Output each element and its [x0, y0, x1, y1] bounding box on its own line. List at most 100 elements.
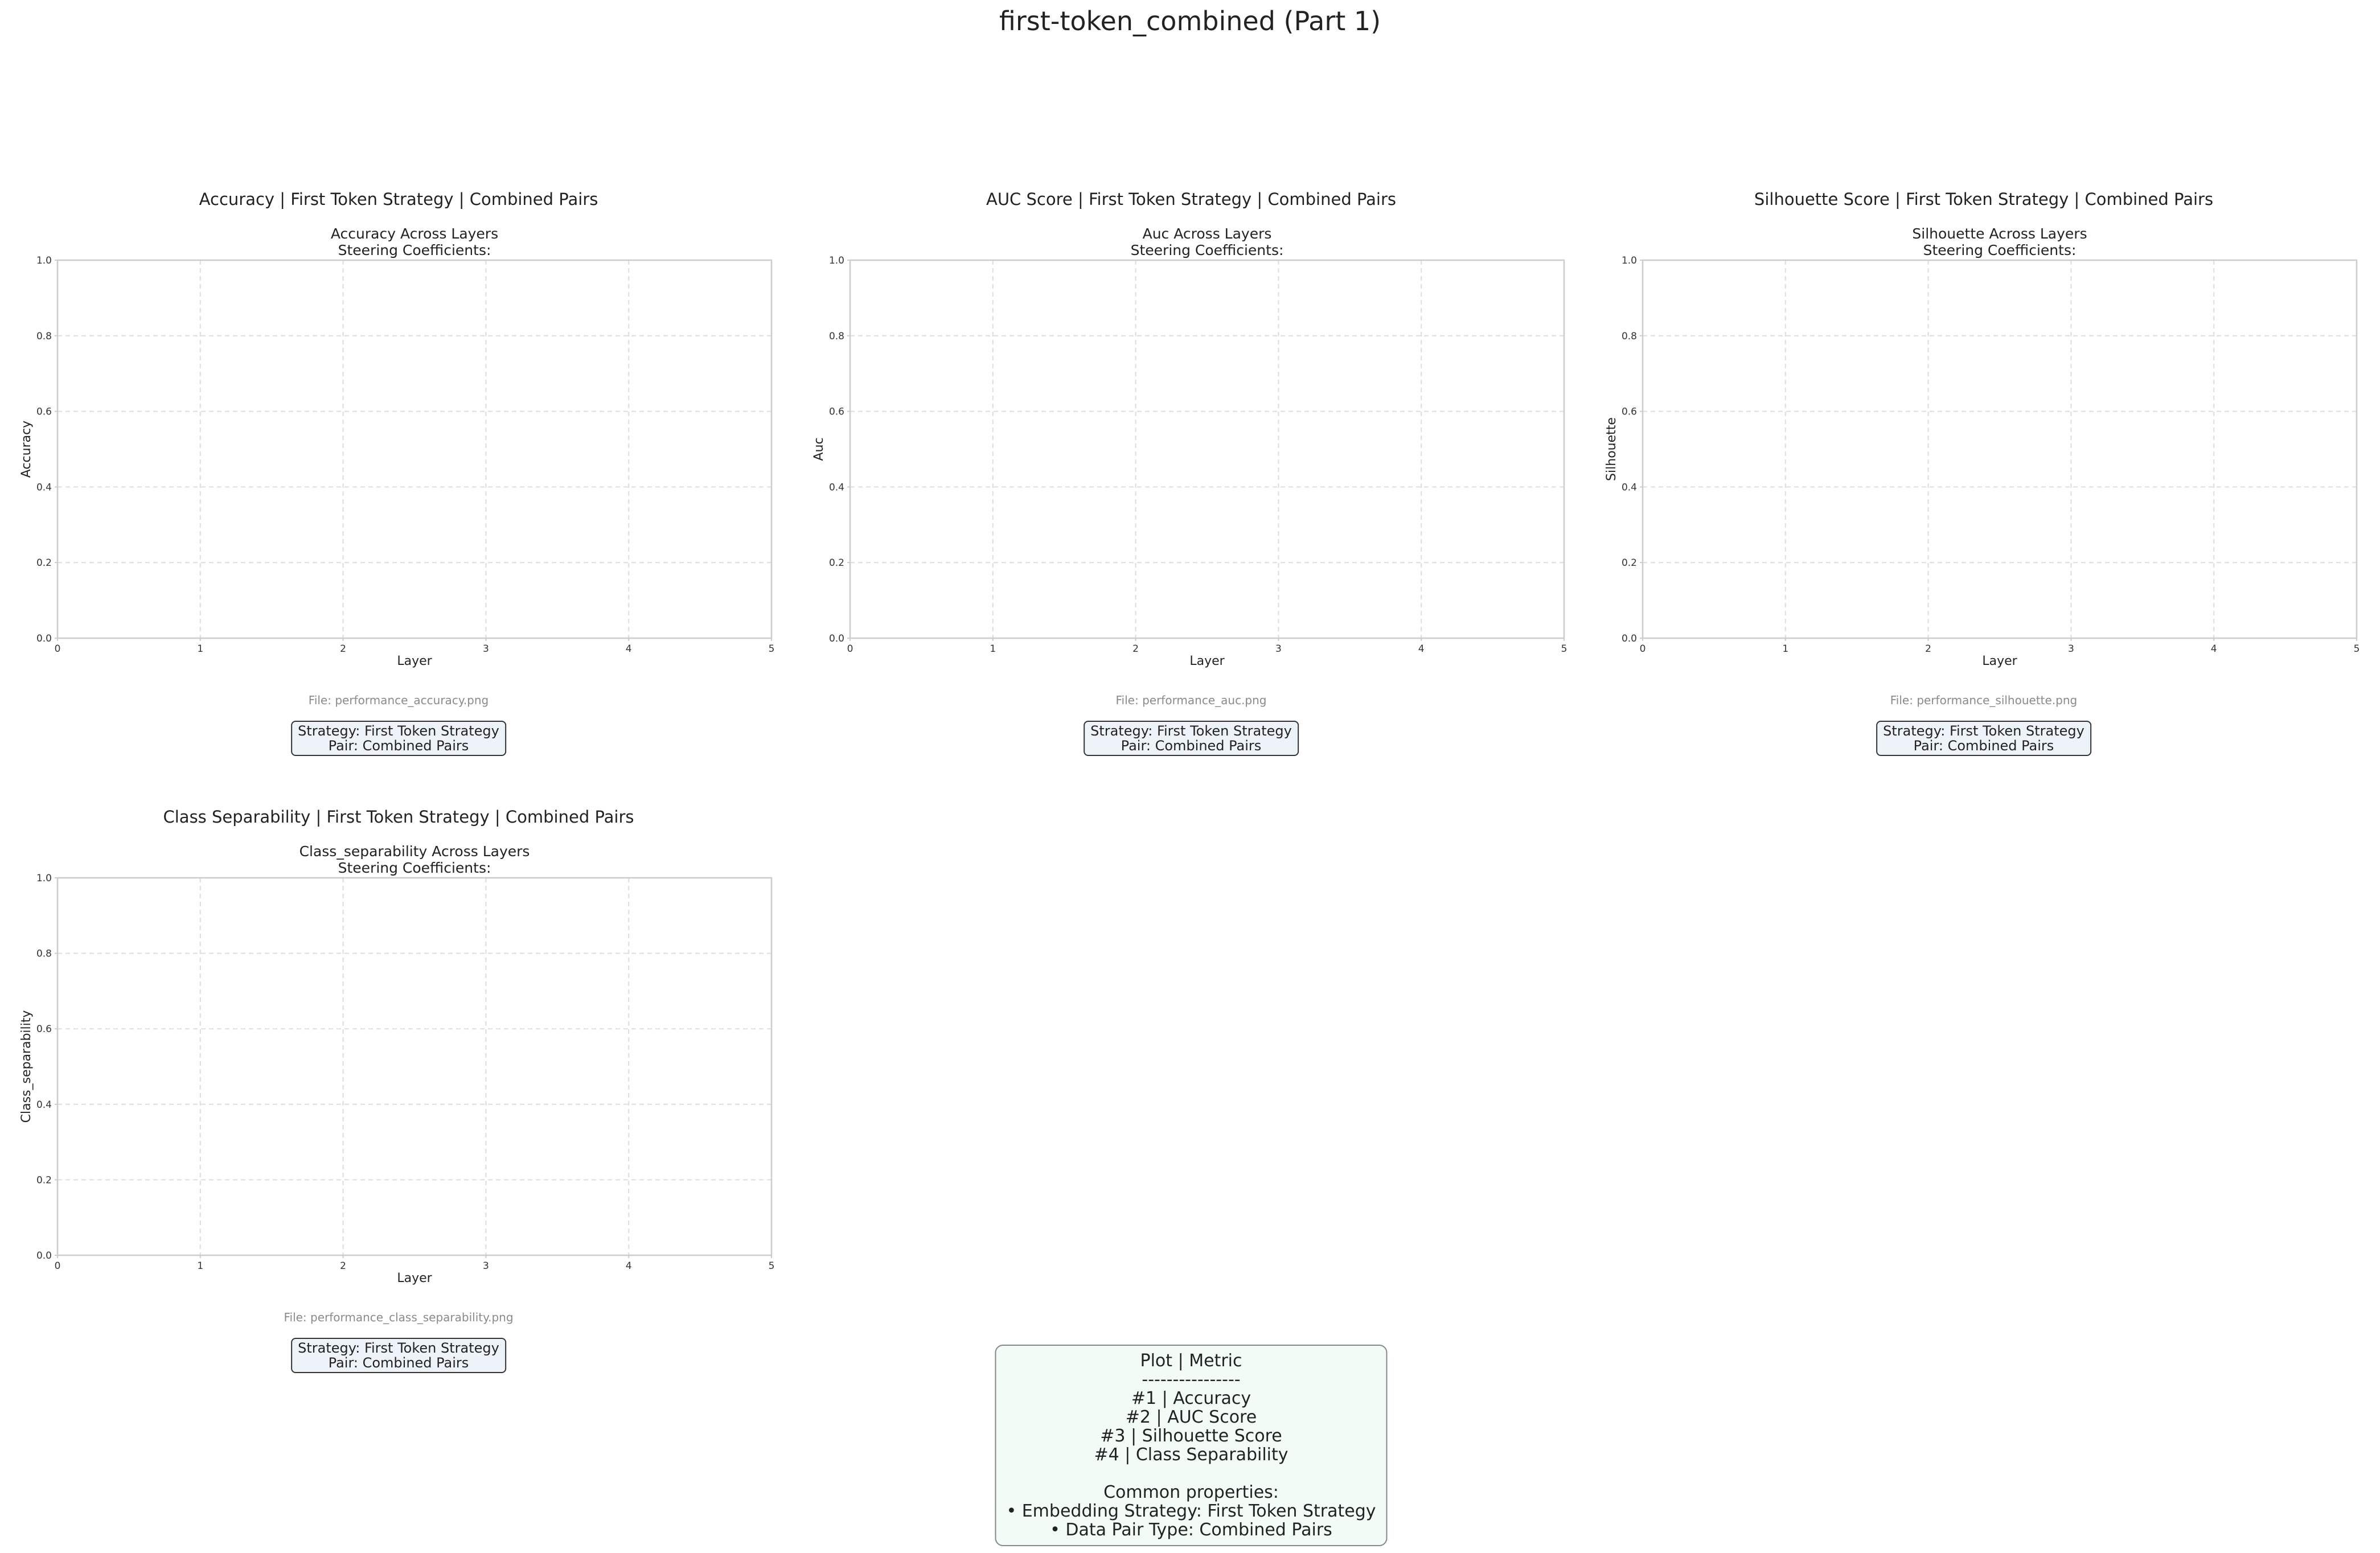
- y-tick-label: 0.0: [1622, 633, 1637, 644]
- axes-title-line1: Silhouette Across Layers: [1912, 225, 2087, 242]
- x-tick-label: 5: [769, 643, 775, 655]
- info-strategy: Strategy: First Token Strategy: [1090, 723, 1292, 739]
- axes-title-line1: Accuracy Across Layers: [330, 225, 499, 242]
- axes-title-line2: Steering Coefficients:: [1923, 242, 2077, 258]
- y-axis-label: Silhouette: [1605, 417, 1619, 481]
- file-info: File: performance_silhouette.png: [1890, 693, 2078, 707]
- info-box: Strategy: First Token Strategy Pair: Com…: [1876, 721, 2091, 756]
- file-info: File: performance_auc.png: [1115, 693, 1267, 707]
- plot-frame: [56, 259, 773, 639]
- legend-separator: ----------------: [1142, 1370, 1241, 1390]
- plot-frame: [849, 259, 1565, 639]
- y-tick-label: 1.0: [36, 255, 52, 266]
- figure-suptitle: first-token_combined (Part 1): [999, 6, 1381, 36]
- x-tick-label: 2: [1925, 643, 1931, 655]
- y-tick-label: 1.0: [36, 873, 52, 884]
- x-axis-label: Layer: [1189, 654, 1225, 668]
- info-strategy: Strategy: First Token Strategy: [1883, 723, 2084, 739]
- legend-common-item: • Data Pair Type: Combined Pairs: [1050, 1520, 1332, 1540]
- x-tick-label: 5: [769, 1260, 775, 1272]
- axes-title-line2: Steering Coefficients:: [338, 860, 491, 876]
- y-tick-label: 0.6: [36, 1024, 52, 1035]
- x-tick-label: 3: [483, 643, 489, 655]
- x-tick-label: 1: [197, 1260, 203, 1272]
- y-tick-label: 0.0: [36, 633, 52, 644]
- x-tick-label: 0: [1640, 643, 1646, 655]
- axes-title-line1: Auc Across Layers: [1142, 225, 1272, 242]
- y-tick-label: 0.6: [1622, 406, 1637, 418]
- y-tick-label: 0.0: [829, 633, 844, 644]
- y-tick-label: 0.8: [829, 331, 844, 342]
- x-tick-label: 2: [340, 1260, 346, 1272]
- x-tick-label: 0: [55, 1260, 61, 1272]
- x-tick-label: 3: [1275, 643, 1282, 655]
- file-info: File: performance_accuracy.png: [308, 693, 489, 707]
- legend-item: #4 | Class Separability: [1094, 1445, 1289, 1465]
- x-tick-label: 2: [340, 643, 346, 655]
- y-tick-label: 0.8: [36, 331, 52, 342]
- summary-legend-box: Plot | Metric ---------------- #1 | Accu…: [995, 1345, 1388, 1546]
- x-axis-label: Layer: [397, 654, 432, 668]
- x-tick-label: 3: [483, 1260, 489, 1272]
- info-pair: Pair: Combined Pairs: [1913, 738, 2054, 754]
- y-tick-label: 0.8: [36, 948, 52, 960]
- legend-item: #2 | AUC Score: [1125, 1407, 1257, 1427]
- y-axis-label: Class_separability: [19, 1010, 34, 1123]
- y-tick-label: 0.4: [829, 482, 844, 493]
- x-tick-label: 0: [847, 643, 853, 655]
- file-info: File: performance_class_separability.png: [284, 1310, 514, 1324]
- x-tick-label: 4: [2211, 643, 2217, 655]
- y-tick-label: 0.4: [36, 1099, 52, 1111]
- axes-title-line2: Steering Coefficients:: [338, 242, 491, 258]
- info-box: Strategy: First Token Strategy Pair: Com…: [1084, 721, 1299, 756]
- y-tick-label: 0.4: [36, 482, 52, 493]
- y-tick-label: 0.6: [36, 406, 52, 418]
- y-tick-label: 0.2: [829, 557, 844, 569]
- x-axis-label: Layer: [1982, 654, 2017, 668]
- legend-common-item: • Embedding Strategy: First Token Strate…: [1006, 1501, 1376, 1521]
- info-box: Strategy: First Token Strategy Pair: Com…: [291, 1338, 506, 1373]
- x-tick-label: 4: [626, 1260, 632, 1272]
- x-tick-label: 1: [1782, 643, 1788, 655]
- y-tick-label: 0.2: [1622, 557, 1637, 569]
- y-tick-label: 0.6: [829, 406, 844, 418]
- info-pair: Pair: Combined Pairs: [328, 738, 469, 754]
- info-strategy: Strategy: First Token Strategy: [298, 723, 499, 739]
- axes-title-line1: Class_separability Across Layers: [299, 843, 530, 860]
- y-tick-label: 0.2: [36, 1174, 52, 1186]
- y-tick-label: 0.2: [36, 557, 52, 569]
- y-tick-label: 1.0: [829, 255, 844, 266]
- panel-title: Silhouette Score | First Token Strategy …: [1754, 190, 2214, 209]
- info-strategy: Strategy: First Token Strategy: [298, 1340, 499, 1356]
- info-pair: Pair: Combined Pairs: [1121, 738, 1262, 754]
- y-tick-label: 0.4: [1622, 482, 1637, 493]
- panel-title: AUC Score | First Token Strategy | Combi…: [986, 190, 1397, 209]
- x-tick-label: 4: [1418, 643, 1425, 655]
- plot-frame: [56, 877, 773, 1256]
- x-tick-label: 5: [2354, 643, 2360, 655]
- y-tick-label: 0.0: [36, 1250, 52, 1262]
- info-pair: Pair: Combined Pairs: [328, 1355, 469, 1371]
- y-axis-label: Accuracy: [19, 421, 34, 478]
- plot-frame: [1642, 259, 2358, 639]
- y-tick-label: 0.8: [1622, 331, 1637, 342]
- legend-item: #1 | Accuracy: [1131, 1388, 1251, 1408]
- x-tick-label: 3: [2068, 643, 2074, 655]
- x-tick-label: 5: [1561, 643, 1567, 655]
- panel-title: Class Separability | First Token Strateg…: [163, 807, 634, 827]
- x-tick-label: 0: [55, 643, 61, 655]
- legend-header: Plot | Metric: [1140, 1351, 1242, 1371]
- legend-common-title: Common properties:: [1103, 1482, 1279, 1502]
- x-tick-label: 1: [197, 643, 203, 655]
- legend-item: #3 | Silhouette Score: [1100, 1426, 1282, 1446]
- panel-title: Accuracy | First Token Strategy | Combin…: [199, 190, 598, 209]
- y-axis-label: Auc: [812, 437, 826, 461]
- info-box: Strategy: First Token Strategy Pair: Com…: [291, 721, 506, 756]
- axes-title-line2: Steering Coefficients:: [1130, 242, 1284, 258]
- x-tick-label: 2: [1132, 643, 1139, 655]
- x-tick-label: 1: [990, 643, 996, 655]
